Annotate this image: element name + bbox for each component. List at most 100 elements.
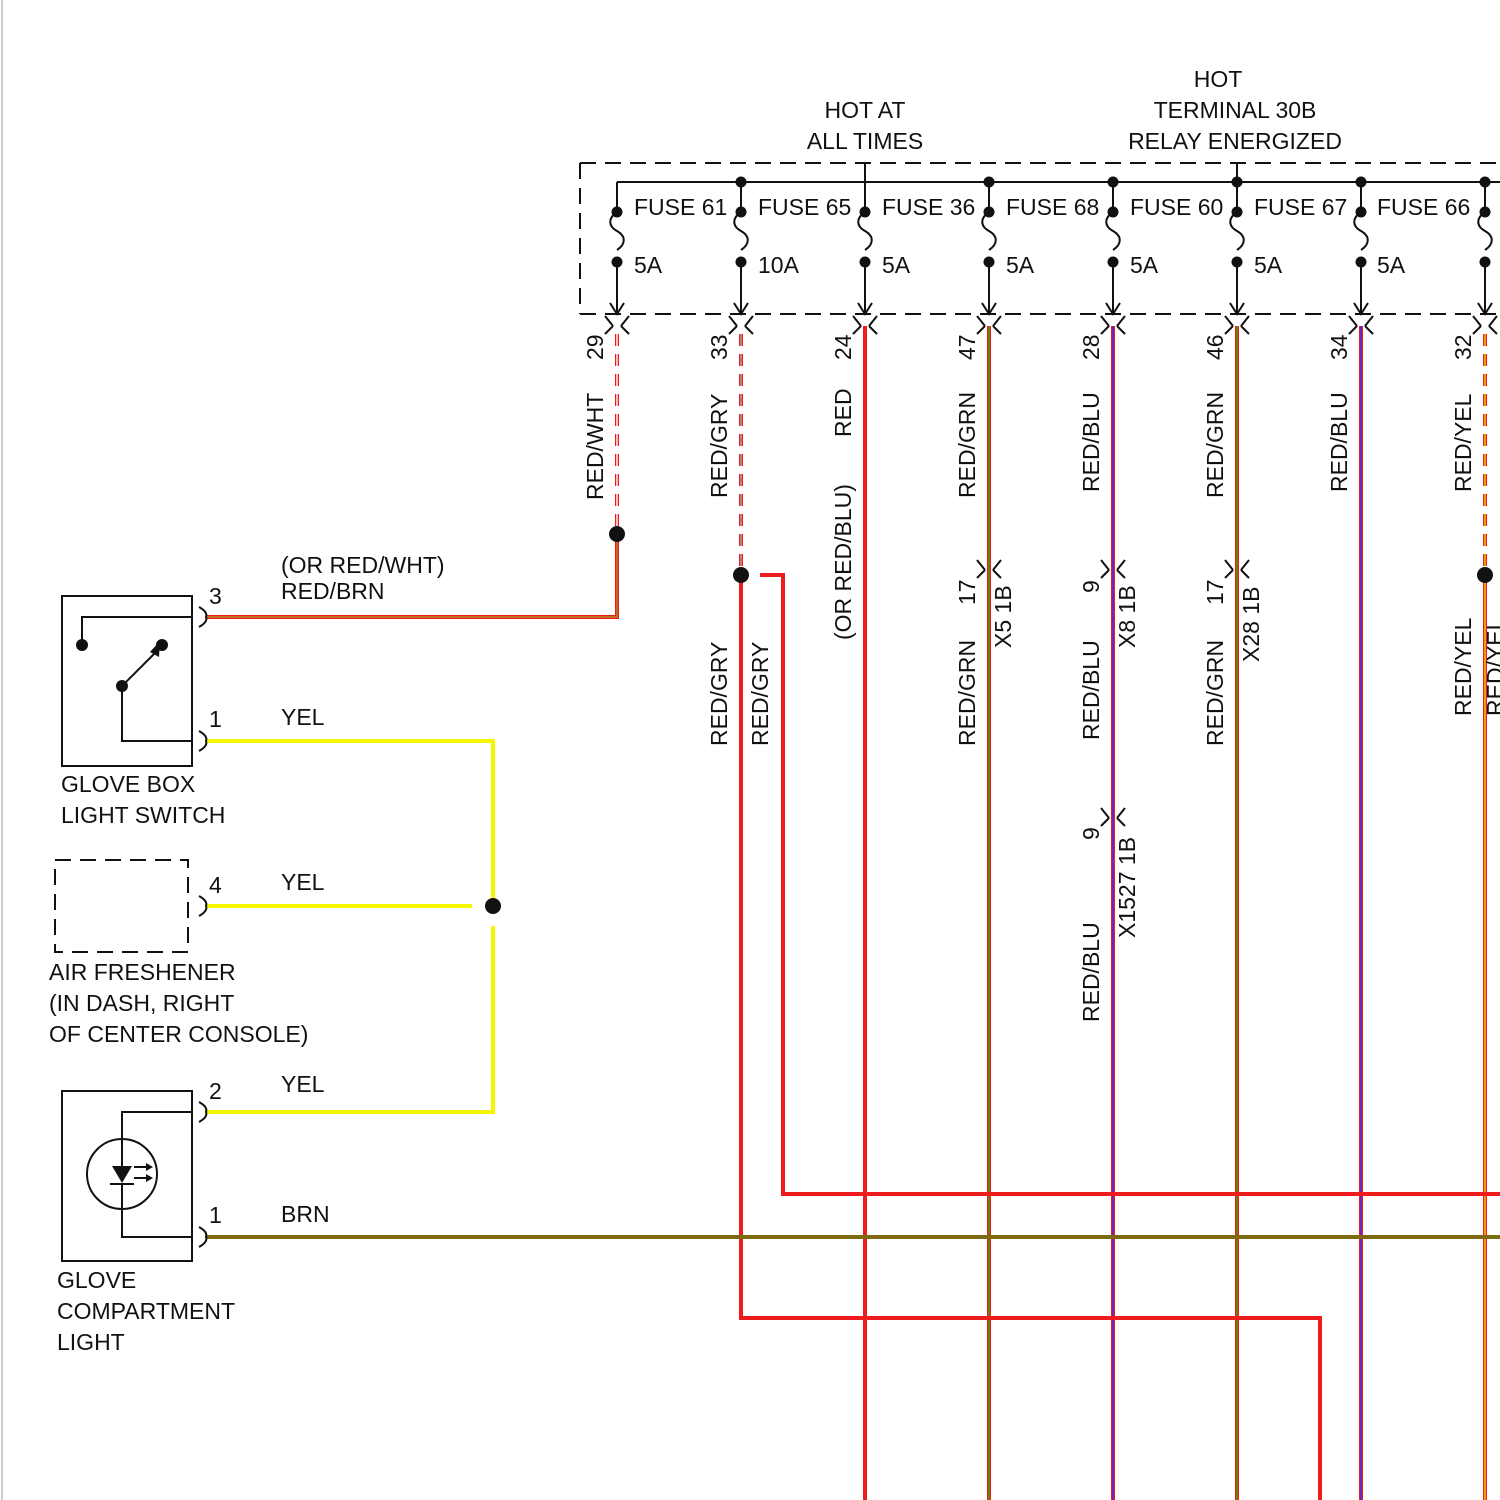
switch-pin-1: 1	[209, 706, 222, 732]
fuse-67-rating: 5A	[1254, 252, 1283, 278]
fuse-65-label: FUSE 65	[758, 194, 851, 220]
pin-29: 29	[582, 334, 608, 360]
fuse-element-icon-7	[1478, 212, 1492, 250]
component-pin-connector-2	[199, 896, 206, 916]
fuse-60-label: FUSE 60	[1130, 194, 1223, 220]
wire-label-red-grn-2: RED/GRN	[1202, 640, 1228, 746]
svg-text:RELAY ENERGIZED: RELAY ENERGIZED	[1128, 128, 1342, 154]
light-body	[62, 1091, 192, 1261]
wire-label-red: RED	[830, 388, 856, 437]
fuse-element-icon-6	[1354, 212, 1368, 250]
pin-32: 32	[1450, 334, 1476, 360]
fuse-66-label: FUSE 66	[1377, 194, 1470, 220]
fuse-element-icon-3	[982, 212, 996, 250]
svg-text:TERMINAL 30B: TERMINAL 30B	[1154, 97, 1317, 123]
fuse-element-icon-4	[1106, 212, 1120, 250]
wire-label-or-red-blu: (OR RED/BLU)	[830, 484, 856, 640]
connector-x1527-name: X1527 1B	[1114, 837, 1140, 938]
fuse-60-rating: 5A	[1130, 252, 1159, 278]
light-pin-1: 1	[209, 1202, 222, 1228]
fuse-68-rating: 5A	[1006, 252, 1035, 278]
air-freshener: 4 AIR FRESHENER (IN DASH, RIGHT OF CENTE…	[49, 860, 308, 1047]
fuse-connector-7-bottom	[1473, 326, 1497, 334]
fuse-connector-7-top	[1473, 316, 1497, 326]
wire-label-red-blu-top-1: RED/BLU	[1078, 392, 1104, 492]
wire-label-red-grn-1: RED/GRN	[954, 640, 980, 746]
wire-label-red-blu-top-2: RED/BLU	[1326, 392, 1352, 492]
svg-text:ALL TIMES: ALL TIMES	[807, 128, 923, 154]
switch-upper-lead	[82, 617, 192, 645]
splice-red-gry	[733, 567, 749, 583]
wire-yel-switch	[206, 741, 493, 906]
connector-labels: 17 X5 1B 9 X8 1B 17 X28 1B 9 X1527 1B	[954, 579, 1264, 938]
light-name-line1: GLOVE	[57, 1267, 136, 1293]
wire-label-red-yel-top: RED/YEL	[1450, 393, 1476, 492]
connector-x28-name: X28 1B	[1238, 587, 1264, 662]
wire-label-red-grn-top-2: RED/GRN	[1202, 392, 1228, 498]
svg-text:HOT: HOT	[1194, 66, 1243, 92]
pin-34: 34	[1326, 334, 1352, 360]
horizontal-wire-labels: (OR RED/WHT) RED/BRN YEL YEL YEL BRN	[281, 552, 445, 1227]
fuse-element-icon-5	[1230, 212, 1244, 250]
switch-lower-lead	[122, 686, 192, 741]
wire-label-red-blu-2: RED/BLU	[1078, 922, 1104, 1022]
fuse-36-rating: 5A	[882, 252, 911, 278]
bus-junction-4	[1108, 177, 1119, 188]
fuse-connector-0-bottom	[605, 326, 629, 334]
connector-x8-name: X8 1B	[1114, 585, 1140, 648]
wire-label-yel-1: YEL	[281, 704, 325, 730]
switch-arm-arrow	[150, 641, 160, 657]
air-freshener-body	[55, 860, 188, 952]
svg-text:HOT AT: HOT AT	[825, 97, 906, 123]
bus-junction-1	[736, 177, 747, 188]
fuse-connector-2-top	[853, 316, 877, 326]
fuse-output-labels: 29 RED/WHT 33 RED/GRY 24 RED 47 RED/GRN …	[582, 334, 1476, 500]
connector-x5-name: X5 1B	[990, 585, 1016, 648]
component-pin-connector-3	[199, 1102, 206, 1122]
fuse-connector-4-top	[1101, 316, 1125, 326]
pin-47: 47	[954, 334, 980, 360]
component-pin-connector-0	[199, 607, 206, 627]
switch-name-line1: GLOVE BOX	[61, 771, 195, 797]
fuse-68-label: FUSE 68	[1006, 194, 1099, 220]
wire-label-red-grn-top-1: RED/GRN	[954, 392, 980, 498]
wire-label-red-gry-2: RED/GRY	[747, 642, 773, 746]
wire-yel-light	[206, 926, 493, 1112]
wire-red-gry-branch-1	[741, 575, 1320, 1500]
splice-yel	[485, 898, 501, 914]
fuse-61-label: FUSE 61	[634, 194, 727, 220]
wire-label-or-red-wht: (OR RED/WHT)	[281, 552, 445, 578]
hot-at-all-times-label: HOT AT ALL TIMES	[807, 97, 923, 154]
pin-46: 46	[1202, 334, 1228, 360]
light-pin-2: 2	[209, 1078, 222, 1104]
pin-33: 33	[706, 334, 732, 360]
fuse-connector-1-top	[729, 316, 753, 326]
wire-label-red-gry-1: RED/GRY	[706, 642, 732, 746]
splice-red-yel	[1477, 567, 1493, 583]
glove-box-light-switch: 3 1 GLOVE BOX LIGHT SWITCH	[61, 583, 225, 828]
air-freshener-name-line2: (IN DASH, RIGHT	[49, 990, 234, 1016]
bus-junction-5	[1232, 177, 1243, 188]
bus-junction-3	[984, 177, 995, 188]
component-connectors	[199, 607, 206, 1247]
fuse-66-rating: 5A	[1377, 252, 1406, 278]
hot-terminal-30b-label: HOT TERMINAL 30B RELAY ENERGIZED	[1128, 66, 1342, 154]
lower-wire-labels: (OR RED/BLU) RED/GRY RED/GRY RED/GRN RED…	[706, 484, 1500, 1022]
fuse-connector-5-top	[1225, 316, 1249, 326]
led-emit-arrowhead-1	[146, 1163, 153, 1171]
fuse-connector-1-bottom	[729, 326, 753, 334]
bus-junction-6	[1356, 177, 1367, 188]
wire-label-red-yel-1: RED/YEL	[1450, 617, 1476, 716]
wire-label-red-blu-1: RED/BLU	[1078, 640, 1104, 740]
fuse-65-rating: 10A	[758, 252, 800, 278]
bus-junction-7	[1480, 177, 1491, 188]
fuse-36-label: FUSE 36	[882, 194, 975, 220]
switch-arm	[122, 651, 157, 686]
fuse-element-icon-2	[858, 212, 872, 250]
switch-name-line2: LIGHT SWITCH	[61, 802, 225, 828]
connector-x8-pin: 9	[1078, 580, 1104, 593]
connector-x1527-pin: 9	[1078, 827, 1104, 840]
air-freshener-name-line3: OF CENTER CONSOLE)	[49, 1021, 308, 1047]
light-upper-lead	[122, 1112, 192, 1142]
